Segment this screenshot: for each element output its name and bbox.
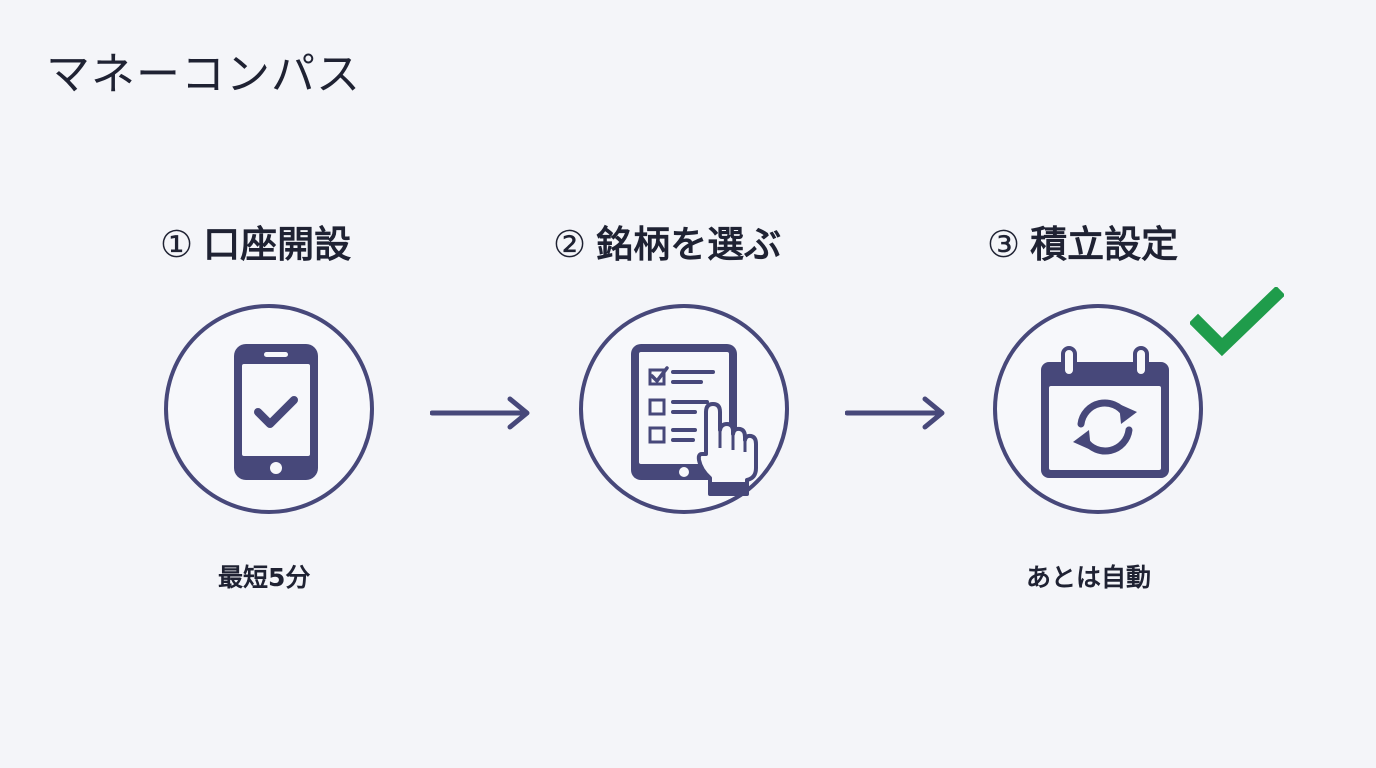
green-checkmark-icon [1190,287,1284,357]
step-3-circle [993,304,1203,514]
step-2-number: ② [553,223,587,266]
calendar-repeat-icon [1041,346,1169,478]
step-2-label: 銘柄を選ぶ [596,223,782,266]
step-1-caption: 最短5分 [218,563,311,592]
step-2-circle [579,304,789,514]
arrow-right-icon [430,396,530,430]
step-1-label: 口座開設 [203,223,352,266]
arrow-right-icon [845,396,945,430]
step-3-caption: あとは自動 [1026,563,1152,592]
step-1-circle [164,304,374,514]
tablet-checklist-tap-icon [631,344,758,496]
step-3-label: 積立設定 [1030,223,1179,266]
step-3-number: ③ [987,223,1021,266]
brand-title: マネーコンパス [46,49,361,100]
step-1-number: ① [160,223,194,266]
smartphone-check-icon [234,344,318,480]
